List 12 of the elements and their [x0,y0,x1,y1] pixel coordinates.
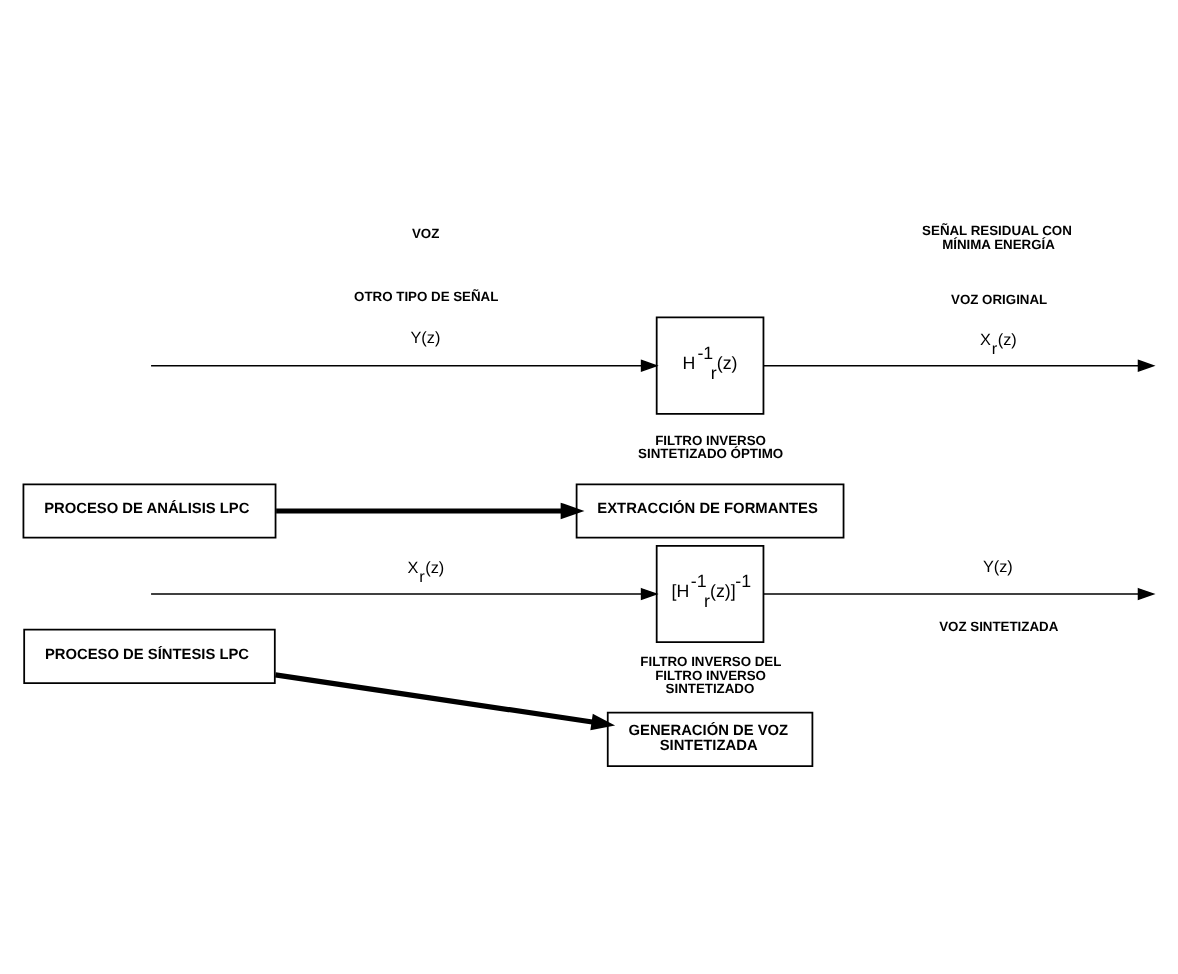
node-box: GENERACIÓN DE VOZ SINTETIZADA [606,710,814,766]
arrow [762,358,1156,371]
arrow [275,671,616,730]
arrow [150,358,659,371]
node-box: EXTRACCIÓN DE FORMANTES [575,482,845,538]
node-box: PROCESO DE ANÁLISIS LPC [22,482,277,538]
node-box: PROCESO DE SÍNTESIS LPC [23,627,276,683]
arrow [150,586,659,600]
arrow [276,501,585,519]
arrow [762,586,1156,600]
edge-label: Y(z) [410,328,441,347]
edge-label: Y(z) [982,556,1013,575]
